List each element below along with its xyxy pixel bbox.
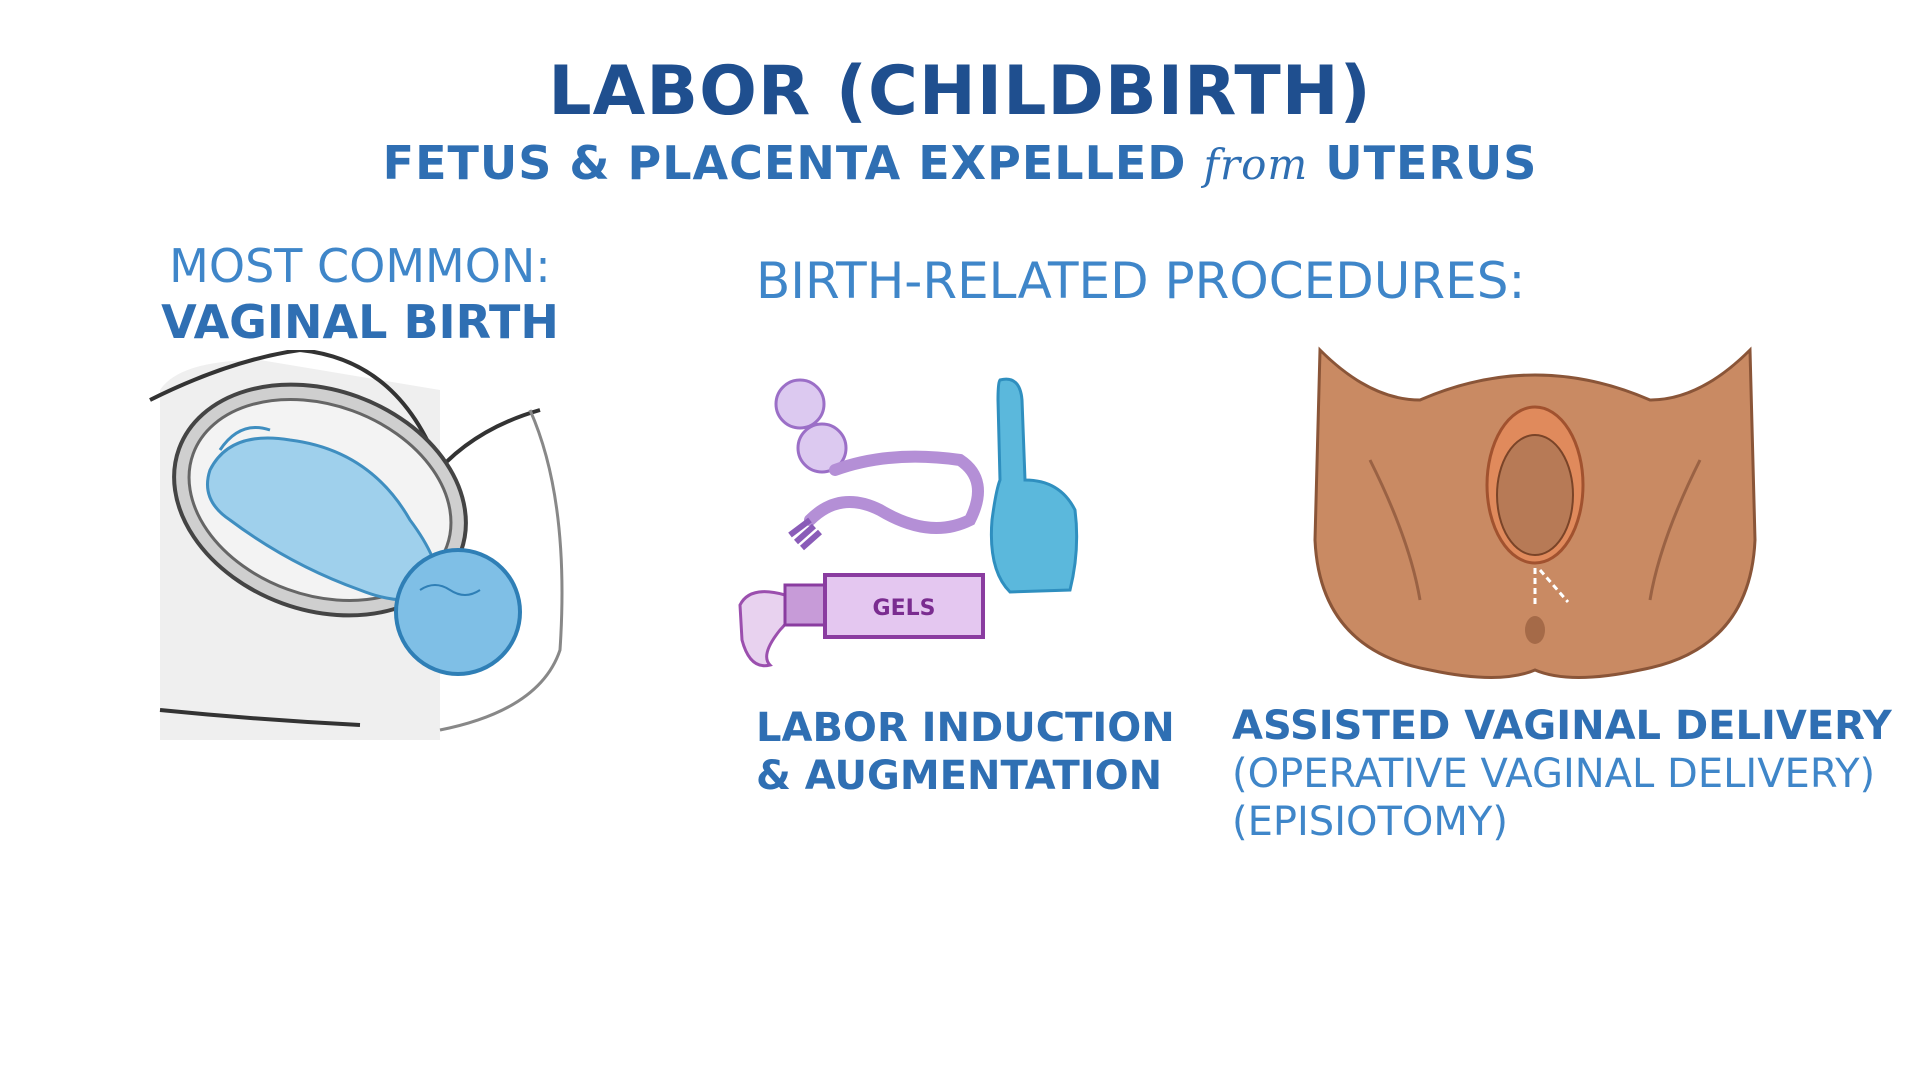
balloon-catheter-icon [774, 378, 984, 551]
page-title: LABOR (CHILDBIRTH) [548, 52, 1372, 131]
subtitle-script-word: from [1203, 140, 1309, 189]
gel-tube-icon: GELS [738, 573, 985, 668]
induction-caption-line2: & AUGMENTATION [756, 753, 1163, 799]
assisted-caption-line3: (EPISIOTOMY) [1232, 799, 1508, 845]
induction-illustration: GELS [738, 377, 1079, 668]
procedures-heading: BIRTH-RELATED PROCEDURES: [756, 252, 1526, 310]
subtitle-text-before: FETUS & PLACENTA EXPELLED [382, 136, 1204, 190]
assisted-caption-line2: (OPERATIVE VAGINAL DELIVERY) [1232, 751, 1876, 797]
gel-tube-label: GELS [873, 596, 936, 621]
induction-caption-line1: LABOR INDUCTION [756, 705, 1175, 751]
page-subtitle: FETUS & PLACENTA EXPELLED from UTERUS [0, 136, 1920, 190]
most-common-label: MOST COMMON: [169, 239, 551, 293]
most-common-heading: MOST COMMON: VAGINAL BIRTH [150, 238, 570, 350]
assisted-caption-line1: ASSISTED VAGINAL DELIVERY [1232, 703, 1892, 749]
subtitle-text-after: UTERUS [1308, 136, 1538, 190]
vaginal-birth-label: VAGINAL BIRTH [161, 295, 559, 349]
assisted-delivery-illustration [1313, 346, 1757, 679]
assisted-caption: ASSISTED VAGINAL DELIVERY (OPERATIVE VAG… [1232, 702, 1892, 846]
vaginal-birth-illustration [149, 350, 564, 740]
induction-caption: LABOR INDUCTION & AUGMENTATION [756, 704, 1175, 800]
gloved-finger-icon [989, 377, 1079, 594]
